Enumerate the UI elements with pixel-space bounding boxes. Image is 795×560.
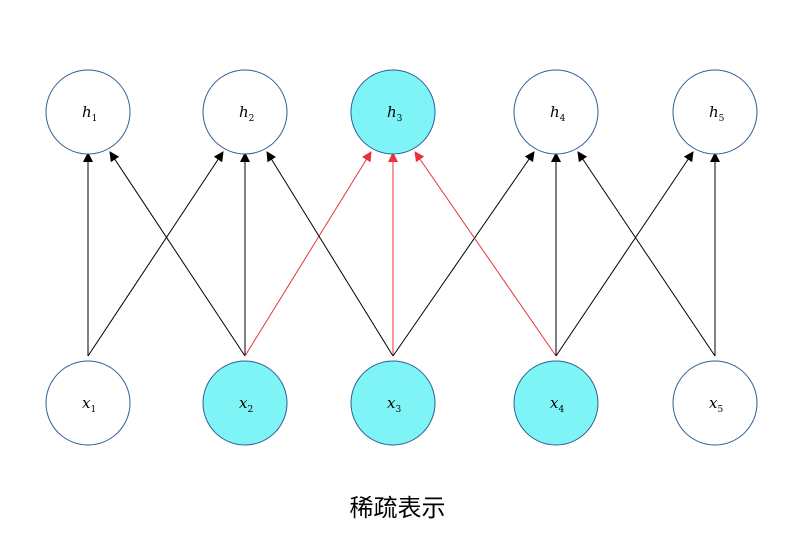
- node-x2: x2: [202, 360, 288, 446]
- node-circle-h2: [202, 69, 288, 155]
- node-h1: h1: [45, 69, 131, 155]
- node-circle-h1: [45, 69, 131, 155]
- edge-x3-to-h4: [392, 151, 535, 357]
- node-circle-h3: [350, 69, 436, 155]
- node-x3: x3: [350, 360, 436, 446]
- edge-x4-to-h5: [555, 151, 694, 357]
- node-h3: h3: [350, 69, 436, 155]
- edge-x1-to-h2: [87, 151, 224, 357]
- node-circle-x2: [202, 360, 288, 446]
- node-x1: x1: [45, 360, 131, 446]
- node-circle-x3: [350, 360, 436, 446]
- node-circle-x1: [45, 360, 131, 446]
- node-h4: h4: [513, 69, 599, 155]
- node-circle-x5: [672, 360, 758, 446]
- edges-layer: [83, 151, 720, 357]
- node-x5: x5: [672, 360, 758, 446]
- node-h5: h5: [672, 69, 758, 155]
- edge-x3-to-h2: [266, 151, 394, 357]
- input-layer: x1 x2 x3 x4 x5: [45, 360, 758, 446]
- edge-x2-to-h3: [244, 151, 372, 357]
- node-circle-h4: [513, 69, 599, 155]
- node-h2: h2: [202, 69, 288, 155]
- node-circle-h5: [672, 69, 758, 155]
- node-x4: x4: [513, 360, 599, 446]
- hidden-layer: h1 h2 h3 h4 h5: [45, 69, 758, 155]
- edge-x4-to-h3: [414, 151, 557, 357]
- edge-x2-to-h1: [109, 151, 246, 357]
- diagram-caption: 稀疏表示: [349, 494, 446, 522]
- edge-x5-to-h4: [577, 151, 716, 357]
- node-circle-x4: [513, 360, 599, 446]
